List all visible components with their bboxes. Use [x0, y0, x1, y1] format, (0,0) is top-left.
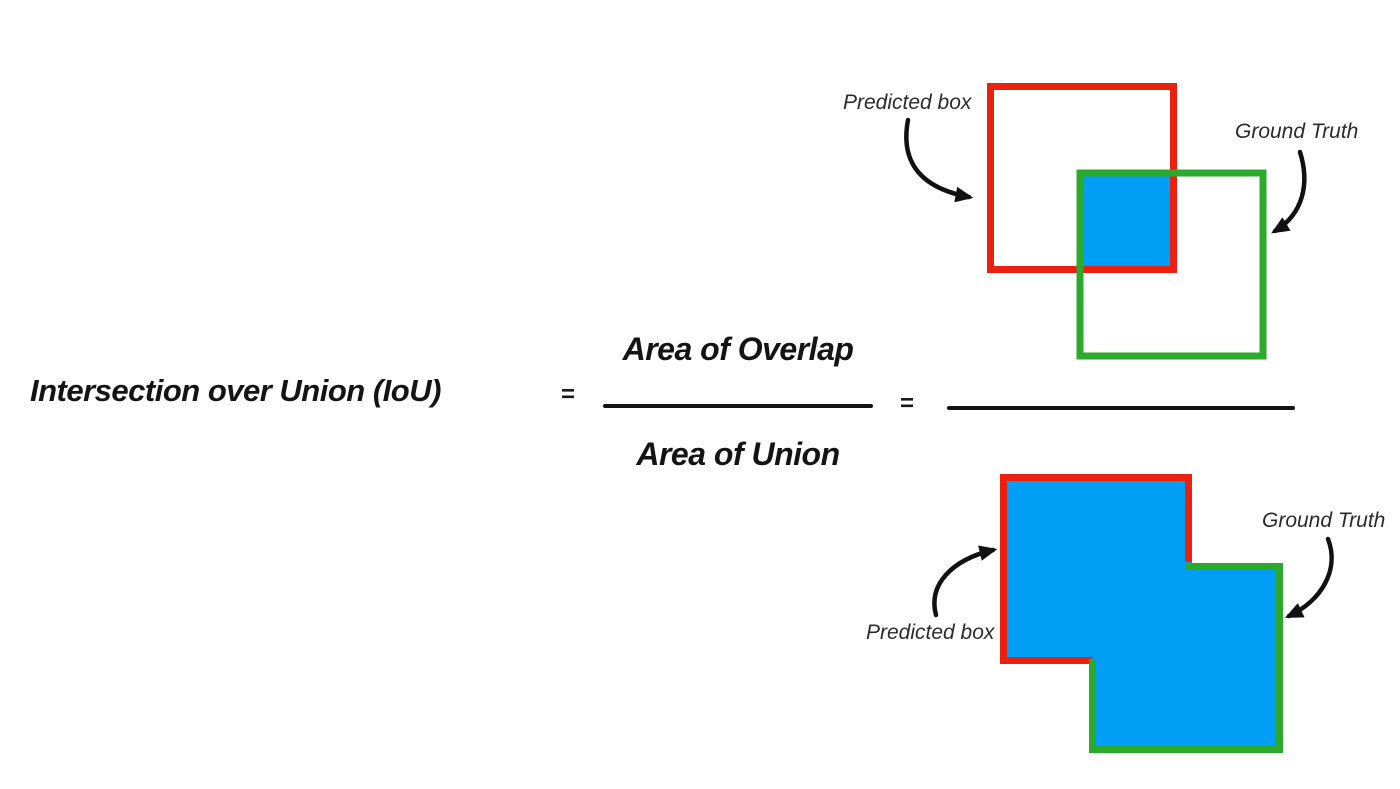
fraction-numerator: Area of Overlap — [622, 331, 854, 367]
fraction-bar — [603, 404, 873, 408]
predicted-box-arrow-top-icon — [904, 117, 974, 203]
predicted-box-arrow-bottom-icon — [932, 545, 998, 618]
ground-truth-label-bottom: Ground Truth — [1262, 509, 1386, 532]
union-figure — [932, 474, 1334, 753]
overlap-region — [1077, 170, 1177, 273]
overlap-figure — [904, 83, 1307, 360]
ground-truth-outline-bottom — [1089, 563, 1283, 753]
predicted-box-label-bottom: Predicted box — [866, 621, 995, 644]
ground-truth-arrow-bottom-icon — [1284, 536, 1334, 619]
equals-sign-2: = — [900, 390, 915, 417]
equation-title: Intersection over Union (IoU) — [30, 373, 441, 408]
equals-sign-1: = — [561, 381, 576, 408]
ground-truth-outline-top — [1076, 169, 1267, 360]
union-region — [1000, 474, 1283, 753]
predicted-box-outline-bottom — [1000, 474, 1192, 664]
visual-fraction-bar — [947, 406, 1295, 410]
ground-truth-label-top: Ground Truth — [1235, 120, 1359, 143]
ground-truth-arrow-top-icon — [1271, 149, 1307, 234]
predicted-box-label-top: Predicted box — [843, 91, 972, 114]
fraction-denominator: Area of Union — [636, 436, 840, 472]
